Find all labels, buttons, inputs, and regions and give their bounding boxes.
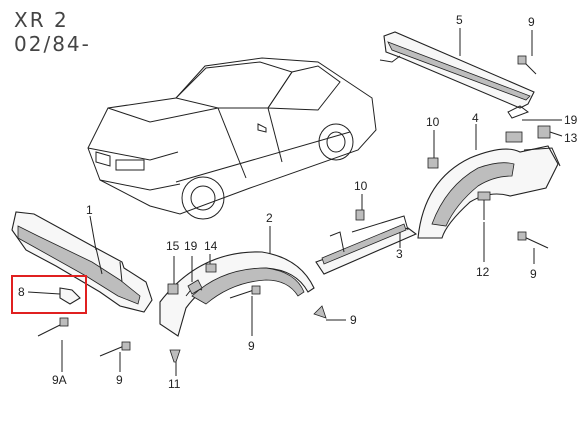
fasteners <box>37 55 551 363</box>
date-range-label: 02/84- <box>14 32 91 56</box>
diagram-title: XR 2 02/84- <box>14 8 91 56</box>
callout-13: 13 <box>564 131 578 145</box>
callout-15: 15 <box>166 239 180 253</box>
callout-9-center: 9 <box>350 313 357 327</box>
model-label: XR 2 <box>14 8 69 32</box>
callout-4: 4 <box>472 111 479 125</box>
part-5-roof-trim <box>379 31 535 119</box>
part-1-sill-panel <box>11 211 153 313</box>
callout-3: 3 <box>396 247 403 261</box>
callout-10-top: 10 <box>426 115 440 129</box>
callout-1: 1 <box>86 203 93 217</box>
callout-5: 5 <box>456 13 463 27</box>
callout-labels: 1 2 3 4 5 8 9A 9 11 15 19 14 9 9 10 10 1… <box>18 13 578 391</box>
callout-9-right: 9 <box>530 267 537 281</box>
callout-12: 12 <box>476 265 490 279</box>
callout-9a: 9A <box>52 373 67 387</box>
part-2-front-wheel-arch <box>159 251 315 337</box>
callout-9-mid: 9 <box>248 339 255 353</box>
callout-9-left: 9 <box>116 373 123 387</box>
leader-lines <box>61 28 563 376</box>
part-8-clip-shape <box>59 287 81 305</box>
callout-19-left: 19 <box>184 239 198 253</box>
callout-14: 14 <box>204 239 218 253</box>
callout-8: 8 <box>18 285 25 299</box>
highlight-box <box>11 275 87 314</box>
part-3-sill-strip <box>315 215 418 275</box>
car-illustration <box>87 57 377 220</box>
callout-11: 11 <box>168 377 181 391</box>
callout-10-mid: 10 <box>354 179 368 193</box>
callout-19-right: 19 <box>564 113 578 127</box>
callout-2: 2 <box>266 211 273 225</box>
callout-9-top: 9 <box>528 15 535 29</box>
